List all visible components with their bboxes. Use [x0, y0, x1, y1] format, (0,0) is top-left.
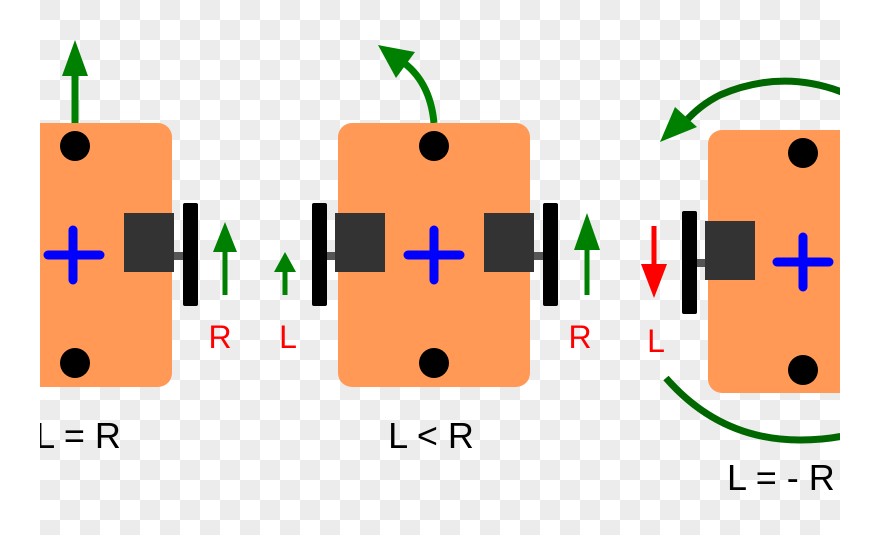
- wheel-speed-arrow-icon: [213, 222, 237, 252]
- robot-turn: L R L < R: [274, 45, 600, 456]
- wheel-label: R: [208, 319, 231, 355]
- robot-body: [40, 123, 172, 387]
- wheel-label: R: [568, 319, 591, 355]
- motor: [124, 213, 174, 272]
- center-plus-icon: [403, 225, 465, 285]
- wheel-speed-arrow-icon: [574, 213, 600, 250]
- caster-front: [419, 131, 449, 161]
- wheel-label: L: [647, 323, 665, 359]
- motor-left: [705, 221, 755, 280]
- arrow-head-icon: [378, 45, 415, 78]
- arrow-head-icon: [62, 40, 88, 76]
- robot-spin: L L = - R: [641, 77, 840, 498]
- caster-rear: [419, 348, 449, 378]
- wheel-right: [543, 203, 558, 306]
- wheel-label: L: [279, 319, 297, 355]
- caption: L = - R: [727, 457, 835, 498]
- wheel-reverse-arrow-icon: [641, 264, 667, 298]
- rotation-arc-top: [682, 77, 840, 125]
- rotation-arc-bottom: [663, 375, 840, 444]
- center-plus-icon: [772, 232, 834, 292]
- caster-front: [788, 138, 818, 168]
- motor-left: [335, 213, 385, 272]
- caption: L = R: [35, 415, 121, 456]
- robot-straight: R L = R: [35, 40, 237, 456]
- caster-rear: [60, 348, 90, 378]
- wheel-right: [183, 203, 198, 306]
- wheel-left: [312, 203, 327, 306]
- caption: L < R: [388, 415, 474, 456]
- motor-right: [484, 213, 534, 272]
- wheel-speed-arrow-icon: [274, 252, 296, 272]
- arrow-head-icon: [660, 107, 697, 142]
- center-plus-icon: [43, 225, 105, 285]
- wheel-left: [682, 211, 697, 314]
- caster-front: [60, 131, 90, 161]
- caster-rear: [788, 355, 818, 385]
